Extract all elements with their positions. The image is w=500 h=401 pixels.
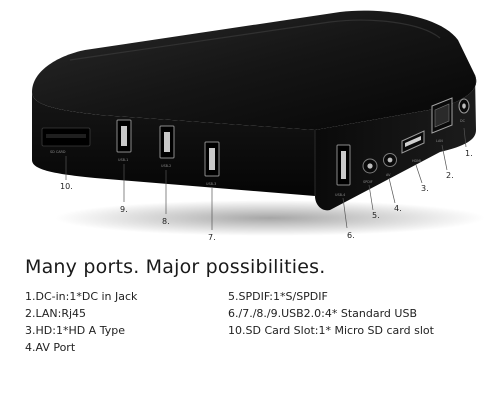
callout-3: 3. xyxy=(421,184,429,193)
spec-item: 2.LAN:Rj45 xyxy=(25,307,87,320)
usb-port-3: USB-3 xyxy=(204,141,220,186)
callout-7: 7. xyxy=(208,233,216,242)
hdmi-port-label: HDMI xyxy=(412,159,421,163)
callout-1: 1. xyxy=(465,149,473,158)
sd-port-label: SD CARD xyxy=(50,150,66,154)
callout-2: 2. xyxy=(446,171,454,180)
spec-item: 4.AV Port xyxy=(25,341,76,354)
spec-item: 10.SD Card Slot:1* Micro SD card slot xyxy=(228,324,434,337)
sd-card-slot: SD CARD xyxy=(41,127,91,154)
spec-item: 6./7./8./9.USB2.0:4* Standard USB xyxy=(228,307,417,320)
av-port-label: AV xyxy=(386,173,391,177)
usb2-port-label: USB-2 xyxy=(161,164,171,168)
dc-port-label: DC xyxy=(460,119,466,123)
device-shadow xyxy=(55,200,485,236)
device-top-highlight xyxy=(69,19,441,61)
usb-port-4: USB-4 xyxy=(335,144,351,197)
av-port: AV xyxy=(383,153,397,177)
callout-6: 6. xyxy=(347,231,355,240)
callout-9: 9. xyxy=(120,205,128,214)
usb-port-2: USB-2 xyxy=(159,125,175,168)
device-top-surface xyxy=(32,10,477,131)
usb4-port-label: USB-4 xyxy=(335,193,345,197)
callout-4: 4. xyxy=(394,204,402,213)
headline: Many ports. Major possibilities. xyxy=(25,256,326,278)
spec-item: 3.HD:1*HD A Type xyxy=(25,324,125,337)
spdif-port: SPDIF xyxy=(362,158,378,184)
spec-list-right: 5.SPDIF:1*S/SPDIF 6./7./8./9.USB2.0:4* S… xyxy=(228,288,434,339)
usb-port-1: USB-1 xyxy=(116,119,132,162)
usb3-port-label: USB-3 xyxy=(206,182,216,186)
callout-8: 8. xyxy=(162,217,170,226)
usb1-port-label: USB-1 xyxy=(118,158,128,162)
callout-5: 5. xyxy=(372,211,380,220)
spec-list-left: 1.DC-in:1*DC in Jack 2.LAN:Rj45 3.HD:1*H… xyxy=(25,288,137,356)
spec-item: 5.SPDIF:1*S/SPDIF xyxy=(228,290,328,303)
lan-port-label: LAN xyxy=(436,139,443,143)
spec-item: 1.DC-in:1*DC in Jack xyxy=(25,290,138,303)
hdmi-port: HDMI xyxy=(401,130,425,163)
spdif-port-label: SPDIF xyxy=(363,180,373,184)
dc-jack: DC xyxy=(458,98,470,123)
callout-10: 10. xyxy=(60,182,73,191)
callout-leader-lines xyxy=(65,127,467,230)
lan-port: LAN xyxy=(431,97,453,143)
